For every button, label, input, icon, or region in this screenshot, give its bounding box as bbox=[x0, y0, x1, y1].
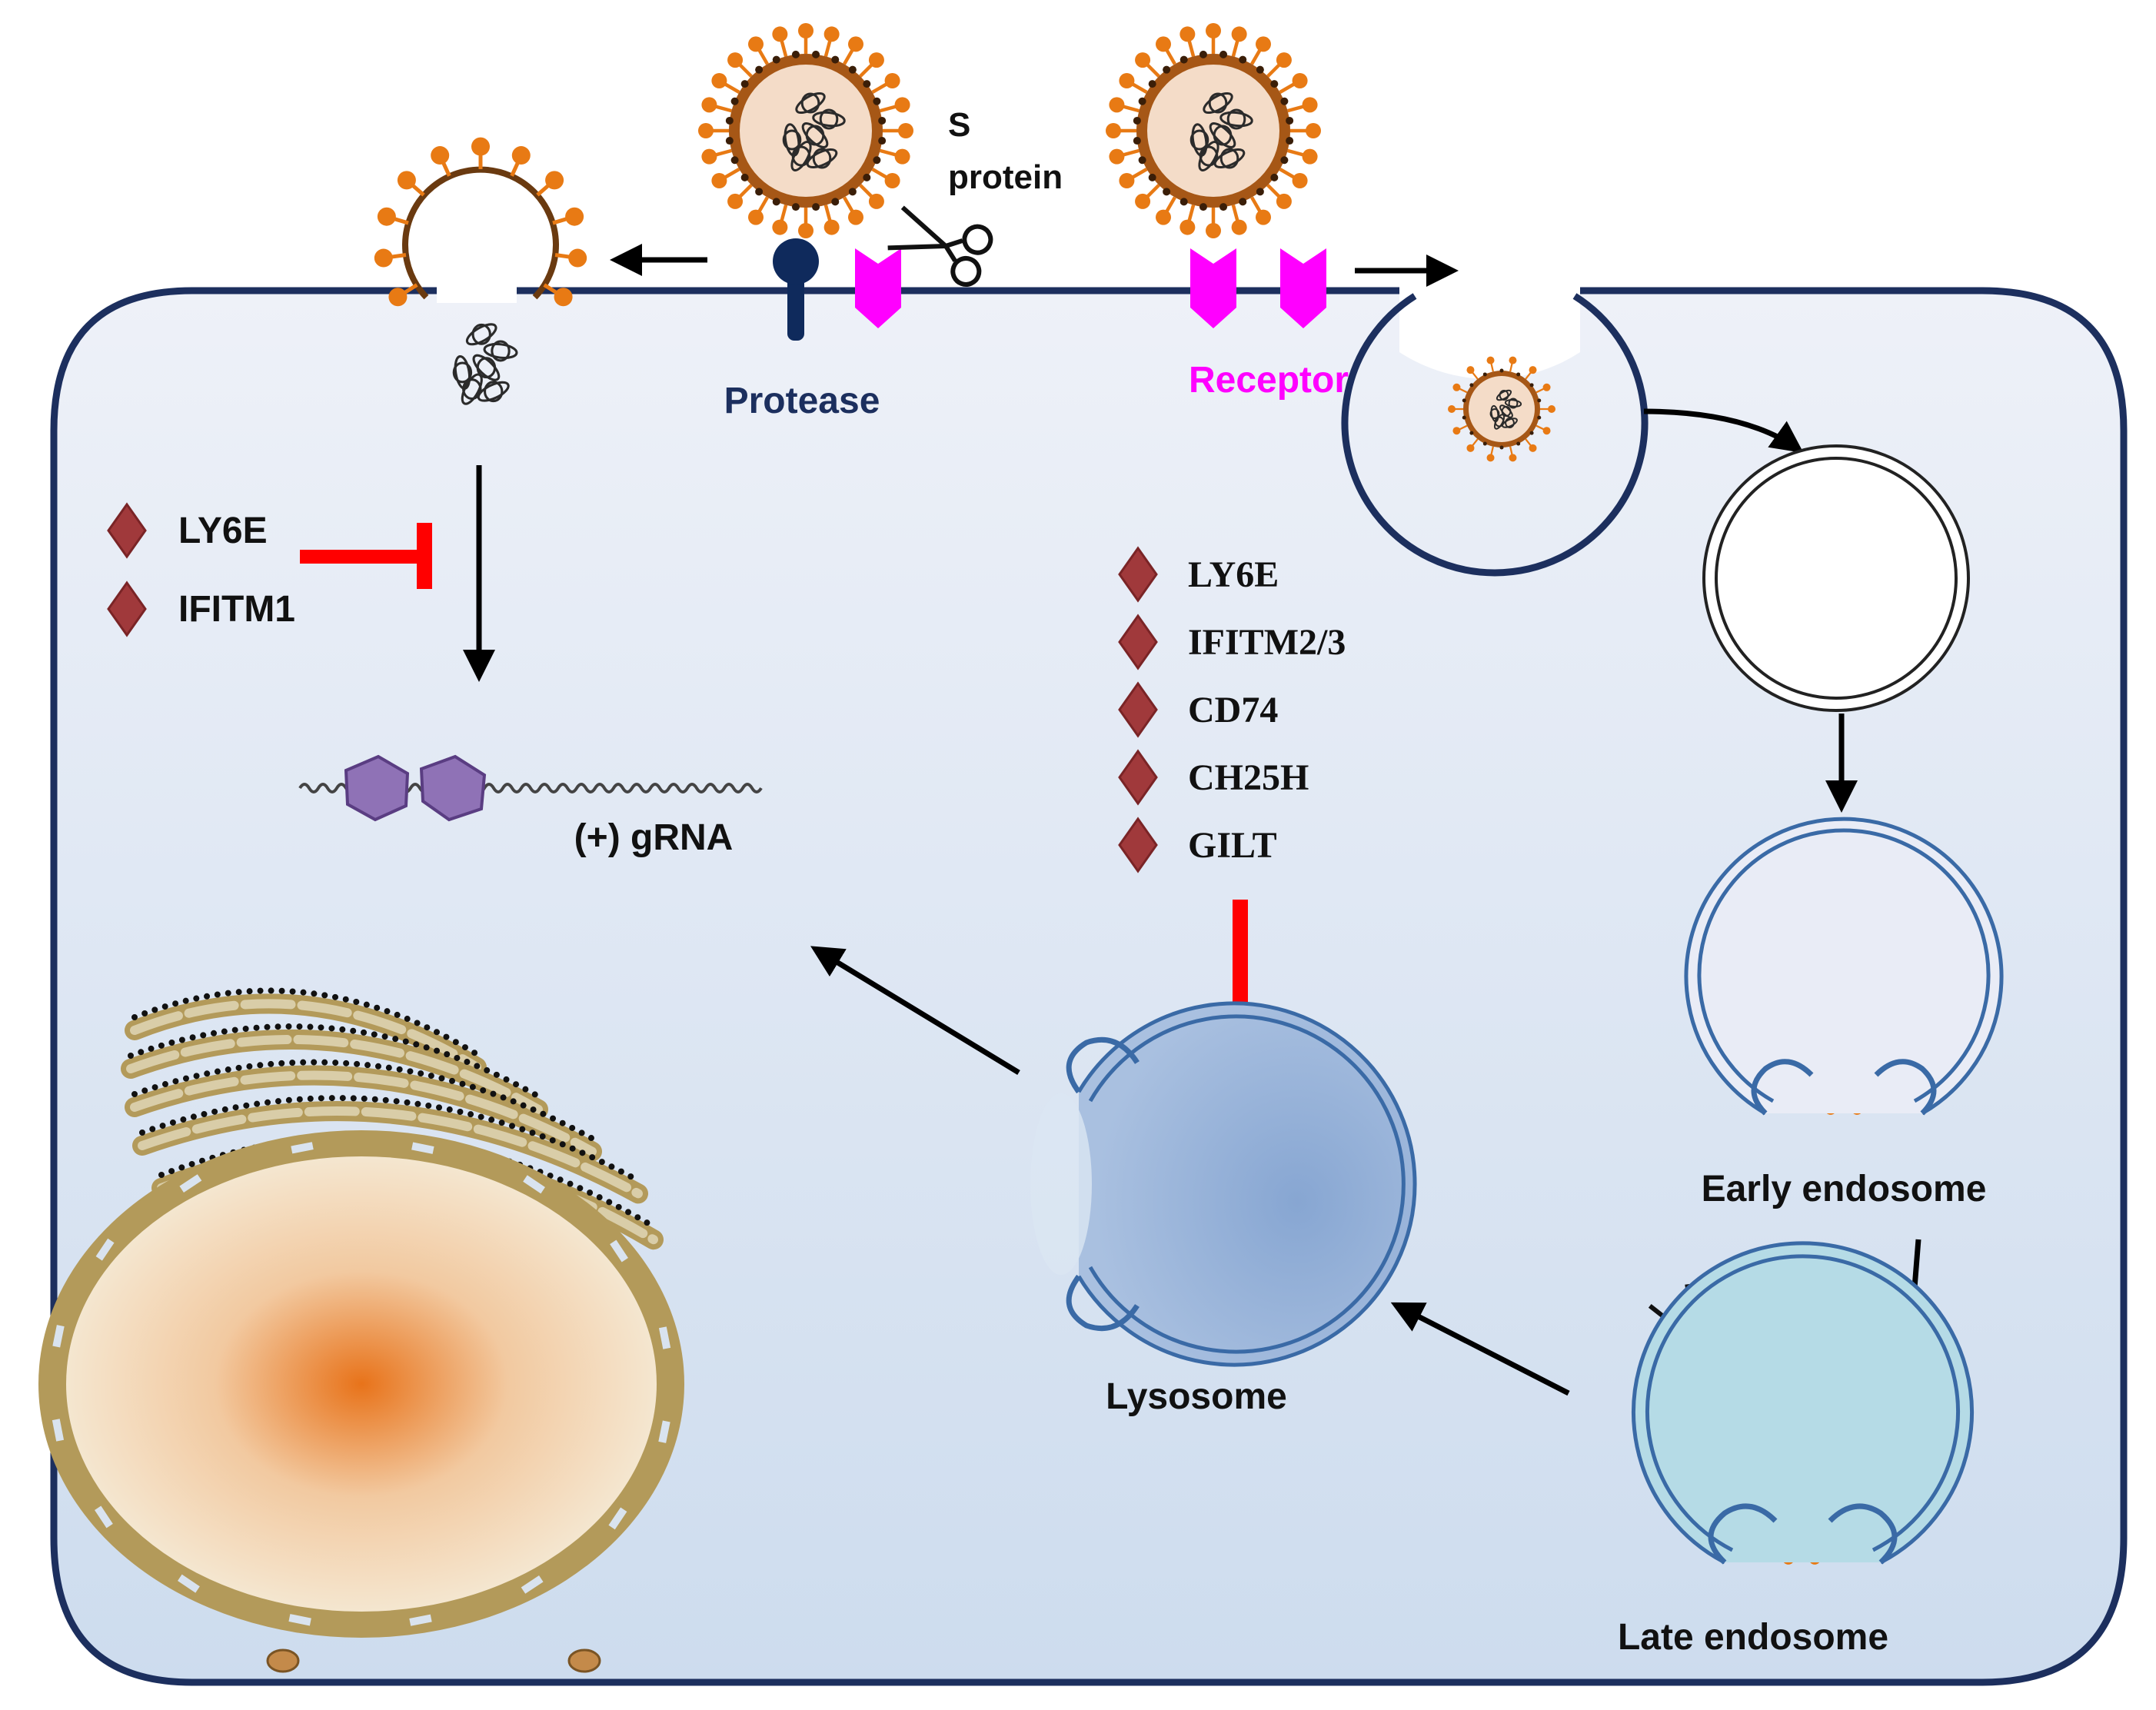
early-endosome-label: Early endosome bbox=[1702, 1169, 1987, 1209]
s-protein-label: S bbox=[948, 106, 970, 144]
inhibitor-label: GILT bbox=[1188, 825, 1277, 866]
receptor-label: Receptor bbox=[1189, 360, 1349, 401]
late-endosome bbox=[1632, 1241, 1974, 1565]
nucleus bbox=[38, 1130, 684, 1673]
vesicle bbox=[1702, 444, 1970, 712]
protease-icon bbox=[773, 238, 819, 341]
diamond-icon bbox=[1118, 614, 1158, 670]
diamond-icon bbox=[1118, 546, 1158, 603]
plasma-membrane bbox=[50, 287, 2128, 1686]
arrows bbox=[463, 244, 1929, 1396]
ribosome-icon bbox=[419, 754, 487, 822]
protease-label: Protease bbox=[724, 381, 880, 421]
endocytic-invagination bbox=[1341, 293, 1649, 577]
arrow-to-grna bbox=[810, 946, 1020, 1075]
grna-label: (+) gRNA bbox=[574, 817, 734, 858]
viral-genome bbox=[1189, 91, 1253, 171]
early-endosome bbox=[1684, 817, 2004, 1116]
inhibition-symbol bbox=[300, 523, 432, 589]
diamond-icon bbox=[1118, 749, 1158, 806]
fusion-pores bbox=[1066, 1036, 1937, 1565]
viral-genome bbox=[452, 323, 518, 405]
inhibitor-label: LY6E bbox=[1188, 554, 1279, 595]
scissors-icon bbox=[887, 205, 993, 287]
membrane-fusion-inhibitor-list: LY6E IFITM1 bbox=[107, 502, 295, 637]
inhibitor-label: CD74 bbox=[1188, 690, 1278, 730]
s-protein-label: protein bbox=[948, 158, 1063, 196]
receptor-icon bbox=[1190, 248, 1236, 328]
inhibitor-label: IFITM1 bbox=[178, 589, 295, 630]
arrow-to-vesicle bbox=[1643, 408, 1804, 454]
lysosome bbox=[1030, 1001, 1417, 1367]
virus-particle bbox=[698, 23, 913, 238]
receptor-icon bbox=[855, 248, 901, 328]
nuclear-pores bbox=[52, 1142, 671, 1626]
diamond-icon bbox=[1118, 817, 1158, 873]
inhibitor-label: LY6E bbox=[178, 511, 268, 551]
virus-particle bbox=[1448, 356, 1555, 462]
inhibitor-label: IFITM2/3 bbox=[1188, 622, 1346, 663]
ribosome-icon bbox=[344, 754, 410, 822]
inhibitor-label: CH25H bbox=[1188, 757, 1309, 798]
diamond-icon bbox=[107, 502, 147, 559]
lysosome-label: Lysosome bbox=[1106, 1376, 1287, 1417]
virus-particle bbox=[1106, 23, 1321, 238]
viral-genome bbox=[1489, 389, 1522, 430]
receptor-icon bbox=[1280, 248, 1326, 328]
grna-translation bbox=[298, 754, 763, 822]
arrow-to-lysosome bbox=[1390, 1302, 1570, 1396]
fused-virus-envelope bbox=[374, 137, 587, 405]
late-endosome-label: Late endosome bbox=[1618, 1617, 1888, 1658]
diamond-icon bbox=[1118, 681, 1158, 738]
viral-genome bbox=[782, 91, 846, 171]
diamond-icon bbox=[107, 581, 147, 637]
